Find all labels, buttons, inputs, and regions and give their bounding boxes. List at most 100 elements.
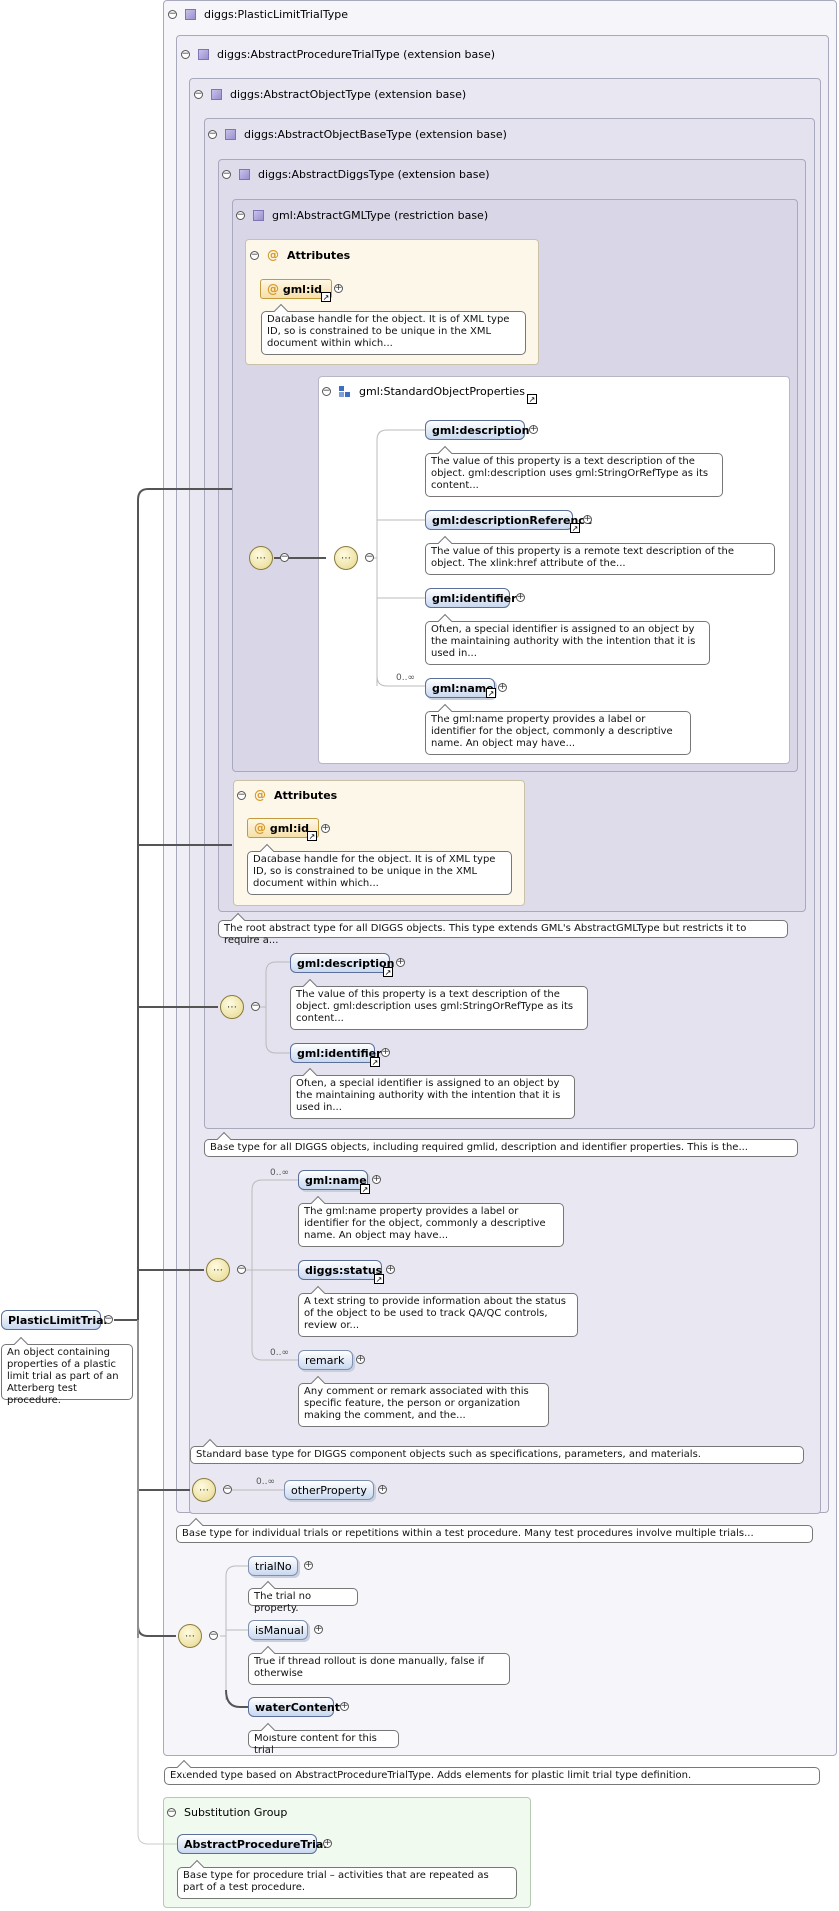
- element-name: gml:name: [305, 1174, 367, 1187]
- reference-arrow-icon[interactable]: ↗: [374, 1274, 384, 1284]
- reference-arrow-icon[interactable]: ↗: [321, 292, 331, 302]
- root-element-plastic-limit-trial[interactable]: PlasticLimitTrial: [1, 1310, 107, 1330]
- sop-name-doc: The gml:name property provides a label o…: [425, 711, 691, 755]
- reference-arrow-icon[interactable]: ↗: [570, 523, 580, 533]
- collapse-toggle-icon[interactable]: −: [208, 129, 217, 139]
- collapse-toggle-icon[interactable]: −: [194, 89, 203, 99]
- collapse-toggle-icon[interactable]: −: [280, 552, 289, 562]
- attribute-icon: @: [254, 788, 266, 802]
- collapse-toggle-icon[interactable]: −: [104, 1314, 113, 1324]
- base-description-doc: The value of this property is a text des…: [290, 986, 588, 1030]
- expand-plus-icon[interactable]: +: [386, 1264, 395, 1274]
- reference-arrow-icon[interactable]: ↗: [307, 831, 317, 841]
- collapse-toggle-icon[interactable]: −: [322, 386, 331, 396]
- reference-arrow-icon[interactable]: ↗: [360, 1184, 370, 1194]
- gml-id-attribute[interactable]: @ gml:id: [260, 279, 332, 299]
- object-remark[interactable]: remark: [298, 1350, 353, 1370]
- base-gml-description[interactable]: gml:description: [290, 953, 394, 973]
- sop-description-doc: The value of this property is a text des…: [425, 453, 723, 497]
- gml-id-attribute[interactable]: @ gml:id: [247, 818, 319, 838]
- sop-gml-description[interactable]: gml:description: [425, 420, 529, 440]
- attribute-icon: @: [267, 282, 279, 296]
- abstract-procedure-trial-element[interactable]: AbstractProcedureTrial: [177, 1834, 327, 1854]
- element-name: gml:description: [432, 424, 530, 437]
- water-content-element[interactable]: waterContent: [248, 1697, 340, 1717]
- element-name: gml:identifier: [297, 1047, 382, 1060]
- collapse-toggle-icon[interactable]: −: [251, 1001, 260, 1011]
- expand-plus-icon[interactable]: +: [321, 823, 330, 833]
- expand-plus-icon[interactable]: +: [323, 1838, 332, 1848]
- attribute-icon: @: [254, 821, 266, 835]
- element-name: waterContent: [255, 1701, 340, 1714]
- expand-plus-icon[interactable]: +: [334, 283, 343, 293]
- attribute-name: gml:id: [269, 822, 309, 835]
- reference-arrow-icon[interactable]: ↗: [370, 1057, 380, 1067]
- substitution-group-header: − Substitution Group: [167, 1806, 287, 1819]
- expand-plus-icon[interactable]: +: [498, 682, 507, 692]
- abstract-object-type-header: − diggs:AbstractObjectType (extension ba…: [194, 88, 466, 101]
- collapse-toggle-icon[interactable]: −: [237, 789, 246, 800]
- is-manual-element[interactable]: isManual: [248, 1620, 308, 1640]
- collapse-toggle-icon[interactable]: −: [237, 1264, 246, 1274]
- element-name: gml:description: [297, 957, 395, 970]
- collapse-toggle-icon[interactable]: −: [365, 552, 374, 562]
- trial-no-element[interactable]: trialNo: [248, 1556, 298, 1576]
- object-diggs-status[interactable]: diggs:status: [298, 1260, 382, 1280]
- object-name-cardinality: 0..∞: [270, 1168, 289, 1178]
- expand-plus-icon[interactable]: +: [381, 1047, 390, 1057]
- element-name: isManual: [255, 1624, 304, 1637]
- abstract-object-base-type-doc: Base type for all DIGGS objects, includi…: [204, 1139, 798, 1157]
- collapse-toggle-icon[interactable]: −: [250, 249, 259, 260]
- expand-plus-icon[interactable]: +: [314, 1624, 323, 1634]
- abstract-procedure-trial-doc: Base type for procedure trial – activiti…: [177, 1867, 517, 1899]
- collapse-toggle-icon[interactable]: −: [167, 1807, 176, 1817]
- reference-arrow-icon[interactable]: ↗: [486, 688, 496, 698]
- group-title: gml:StandardObjectProperties: [359, 385, 525, 398]
- sequence-compositor-icon[interactable]: ⋯: [192, 1478, 216, 1502]
- expand-plus-icon[interactable]: +: [583, 514, 592, 524]
- sequence-compositor-icon[interactable]: ⋯: [220, 995, 244, 1019]
- expand-plus-icon[interactable]: +: [529, 424, 538, 434]
- base-gml-identifier[interactable]: gml:identifier: [290, 1043, 382, 1063]
- plastic-limit-trial-type-header: − diggs:PlasticLimitTrialType: [168, 8, 348, 21]
- group-icon: [339, 385, 351, 398]
- abstract-procedure-trial-type-doc: Base type for individual trials or repet…: [176, 1525, 813, 1543]
- expand-plus-icon[interactable]: +: [396, 957, 405, 967]
- other-property-element[interactable]: otherProperty: [284, 1480, 374, 1500]
- collapse-toggle-icon[interactable]: −: [222, 169, 231, 179]
- object-name-doc: The gml:name property provides a label o…: [298, 1203, 564, 1247]
- sequence-compositor-icon[interactable]: ⋯: [178, 1624, 202, 1648]
- expand-plus-icon[interactable]: +: [356, 1354, 365, 1364]
- collapse-toggle-icon[interactable]: −: [181, 49, 190, 59]
- sop-gml-identifier[interactable]: gml:identifier: [425, 588, 517, 608]
- collapse-toggle-icon[interactable]: −: [209, 1630, 218, 1640]
- base-identifier-doc: Often, a special identifier is assigned …: [290, 1075, 575, 1119]
- element-name: PlasticLimitTrial: [8, 1314, 108, 1327]
- sequence-compositor-icon[interactable]: ⋯: [334, 546, 358, 570]
- element-name: gml:name: [432, 682, 494, 695]
- collapse-toggle-icon[interactable]: −: [168, 9, 177, 19]
- sop-description-reference-doc: The value of this property is a remote t…: [425, 543, 775, 575]
- reference-arrow-icon[interactable]: ↗: [527, 394, 537, 404]
- expand-plus-icon[interactable]: +: [372, 1174, 381, 1184]
- attributes-label: Attributes: [287, 248, 351, 262]
- sop-gml-name[interactable]: gml:name: [425, 678, 495, 698]
- standard-object-properties-header: − gml:StandardObjectProperties: [322, 385, 525, 398]
- attribute-name: gml:id: [282, 283, 322, 296]
- sop-gml-description-reference[interactable]: gml:descriptionReference: [425, 510, 592, 530]
- sequence-compositor-icon[interactable]: ⋯: [206, 1258, 230, 1282]
- sequence-compositor-icon[interactable]: ⋯: [249, 546, 273, 570]
- plastic-limit-trial-type-doc: Extended type based on AbstractProcedure…: [164, 1767, 820, 1785]
- collapse-toggle-icon[interactable]: −: [236, 210, 245, 220]
- collapse-toggle-icon[interactable]: −: [223, 1484, 232, 1494]
- expand-plus-icon[interactable]: +: [304, 1560, 313, 1570]
- reference-arrow-icon[interactable]: ↗: [383, 967, 393, 977]
- expand-plus-icon[interactable]: +: [378, 1484, 387, 1494]
- element-name: gml:descriptionReference: [432, 514, 593, 527]
- object-gml-name[interactable]: gml:name: [298, 1170, 368, 1190]
- expand-plus-icon[interactable]: +: [516, 592, 525, 602]
- expand-plus-icon[interactable]: +: [340, 1701, 349, 1711]
- complex-type-icon: [185, 9, 196, 20]
- attributes-label: Attributes: [274, 788, 338, 802]
